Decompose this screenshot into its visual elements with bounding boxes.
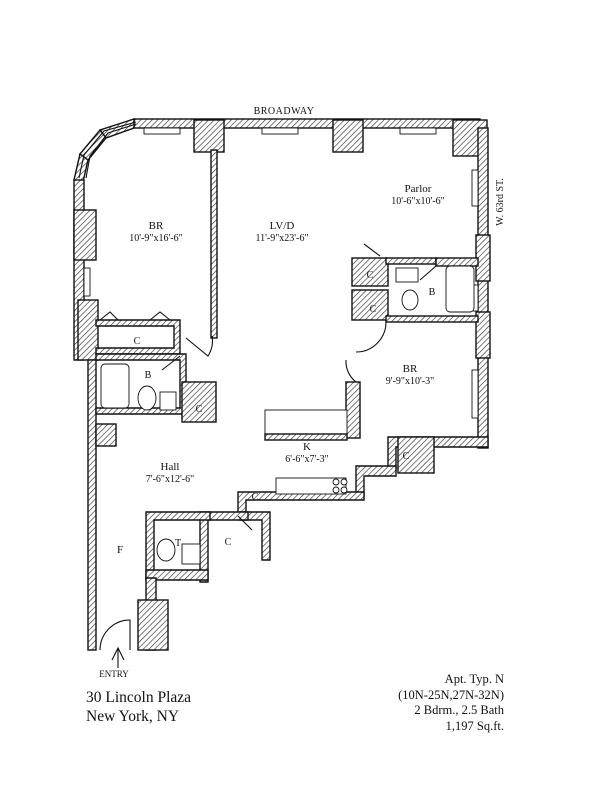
street-east-label: W. 63rd ST.: [495, 178, 506, 226]
living-dining-dims: 11'-9"x23'-6": [255, 233, 308, 244]
closet-label: C: [367, 270, 374, 281]
apartment-rooms-summary: 2 Bdrm., 2.5 Bath: [414, 703, 504, 717]
closet-label: C: [403, 451, 410, 462]
toilet-label: T: [175, 538, 181, 549]
bath-label: B: [429, 287, 436, 298]
bedroom2-name: BR: [403, 363, 418, 375]
kitchen-name: K: [303, 441, 311, 453]
bath-label: B: [145, 370, 152, 381]
kitchen-dims: 6'-6"x7'-3": [285, 454, 328, 465]
exterior-walls: [73, 118, 491, 651]
bedroom1-dims: 10'-9"x16'-6": [129, 233, 182, 244]
apartment-floors: (10N-25N,27N-32N): [398, 687, 504, 702]
hall-name: Hall: [161, 461, 180, 473]
closet-label: C: [134, 336, 141, 347]
apartment-info: Apt. Typ. N (10N-25N,27N-32N) 2 Bdrm., 2…: [398, 672, 504, 734]
address-line2: New York, NY: [86, 708, 180, 725]
windows: [78, 121, 479, 419]
foyer-name: F: [117, 544, 123, 556]
doors: [99, 243, 437, 651]
apartment-type: Apt. Typ. N: [444, 672, 504, 686]
parlor-name: Parlor: [405, 183, 432, 195]
closet-label: C: [252, 492, 259, 503]
closet-label: C: [225, 537, 232, 548]
parlor-dims: 10'-6"x10'-6": [391, 196, 444, 207]
entry-label: ENTRY: [99, 669, 129, 679]
apartment-area: 1,197 Sq.ft.: [445, 718, 504, 733]
closet-label: C: [370, 304, 377, 315]
hall-dims: 7'-6"x12'-6": [146, 474, 194, 485]
bedroom2-dims: 9'-9"x10'-3": [386, 376, 434, 387]
address-line1: 30 Lincoln Plaza: [86, 689, 192, 706]
closet-label: C: [196, 404, 203, 415]
bedroom1-name: BR: [149, 220, 164, 232]
living-dining-name: LV/D: [270, 220, 295, 232]
street-north-label: BROADWAY: [254, 106, 315, 117]
fixtures: [100, 265, 475, 668]
address-block: 30 Lincoln Plaza New York, NY: [86, 688, 191, 726]
